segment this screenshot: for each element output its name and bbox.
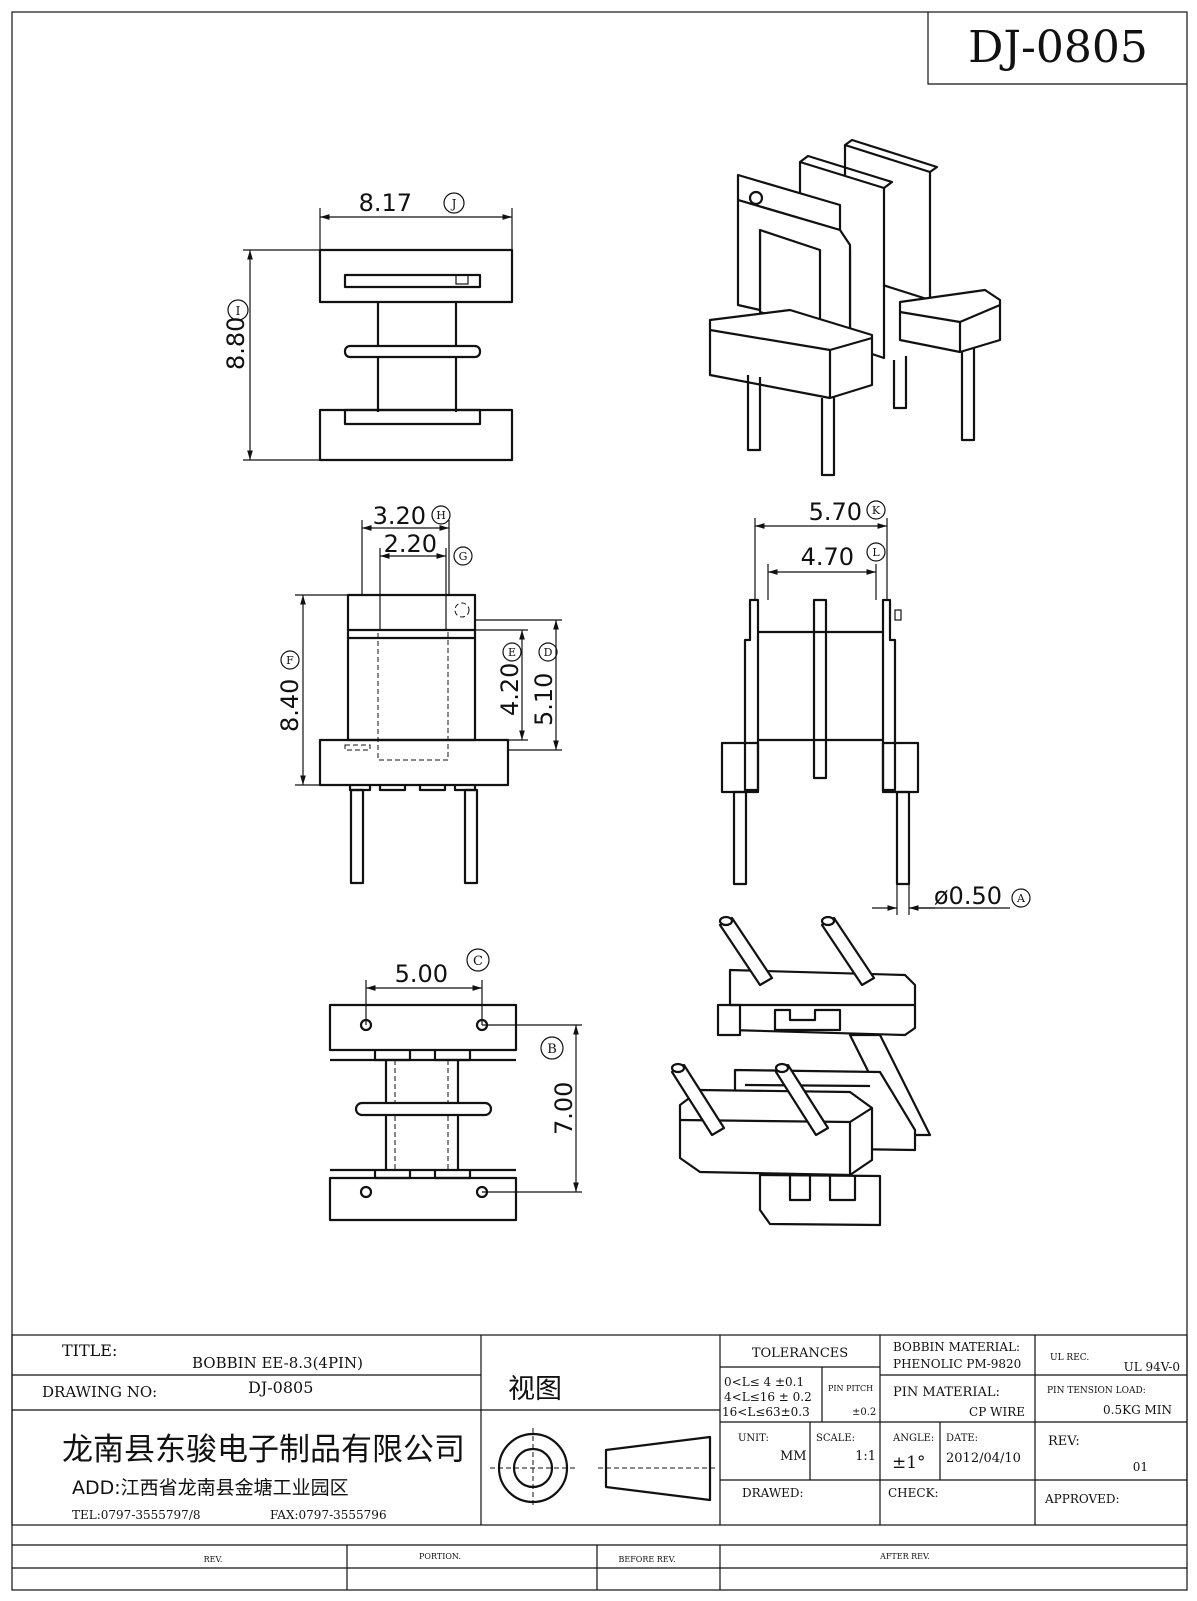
company-tel: TEL:0797-3555797/8 xyxy=(72,1508,201,1522)
projection-symbol xyxy=(490,1428,716,1508)
drawed-label: DRAWED: xyxy=(742,1486,804,1500)
pin-tension-label: PIN TENSION LOAD: xyxy=(1047,1386,1146,1396)
dim-pin-diameter: ø0.50 xyxy=(934,882,1002,910)
check-label: CHECK: xyxy=(888,1486,939,1500)
dim-tag-i: I xyxy=(236,304,241,318)
unit-value: MM xyxy=(780,1449,807,1464)
company-fax: FAX:0797-3555796 xyxy=(270,1508,387,1522)
dim-tag-f: F xyxy=(286,654,294,667)
title-block: TITLE: BOBBIN EE-8.3(4PIN) DRAWING NO: D… xyxy=(11,1334,1188,1526)
bottom-view: 5.00 C 7.00 B xyxy=(328,948,582,1222)
isometric-view-top xyxy=(708,138,1002,477)
ul-rec-label: UL REC. xyxy=(1050,1353,1089,1363)
dim-tag-l: L xyxy=(872,546,880,559)
dim-side-outer-width: 5.70 xyxy=(809,498,862,526)
dim-tag-d: D xyxy=(544,646,553,659)
dim-winding-height: 4.20 xyxy=(496,663,524,716)
dim-side-inner-width: 4.70 xyxy=(801,543,854,571)
drawing-no-label: DRAWING NO: xyxy=(42,1383,157,1401)
tolerances-label: TOLERANCES xyxy=(752,1346,848,1361)
dim-front-inner-width: 2.20 xyxy=(384,530,437,558)
drawing-id-box: DJ-0805 xyxy=(927,12,1187,85)
front-view: 3.20 H 2.20 G 8.40 F 4.20 E 5.10 D xyxy=(276,502,562,885)
dim-front-outer-width: 3.20 xyxy=(373,502,426,530)
tolerance-row-3: 16<L≤63±0.3 xyxy=(722,1405,810,1419)
dim-front-height: 8.40 xyxy=(276,679,304,732)
bobbin-material-label: BOBBIN MATERIAL: xyxy=(893,1340,1020,1354)
side-view: 5.70 K 4.70 L ø0.50 A xyxy=(720,498,1031,915)
approved-label: APPROVED: xyxy=(1044,1492,1120,1506)
dim-bottom-row-pitch: 7.00 xyxy=(550,1082,578,1135)
dim-tag-g: G xyxy=(459,550,468,563)
dim-flange-height: 5.10 xyxy=(530,673,558,726)
rev-value: 01 xyxy=(1133,1460,1148,1474)
dim-top-height: 8.80 xyxy=(222,317,250,370)
view-label: 视图 xyxy=(508,1374,562,1405)
before-rev-column-label: BEFORE REV. xyxy=(618,1555,675,1564)
rev-column-label: REV. xyxy=(204,1555,223,1564)
ul-rec-value: UL 94V-0 xyxy=(1124,1360,1180,1374)
dim-tag-c: C xyxy=(473,954,483,969)
dim-tag-j: J xyxy=(450,197,457,211)
dim-tag-a: A xyxy=(1016,892,1026,905)
drawing-no-value: DJ-0805 xyxy=(248,1378,313,1397)
revision-strip: REV. PORTION. BEFORE REV. AFTER REV. xyxy=(12,1544,1187,1590)
top-view: 8.17 J 8.80 I xyxy=(222,189,514,462)
tolerance-row-2: 4<L≤16 ± 0.2 xyxy=(724,1390,812,1404)
pin-tension-value: 0.5KG MIN xyxy=(1103,1403,1172,1417)
pin-material-value: CP WIRE xyxy=(969,1405,1025,1419)
company-address: ADD:江西省龙南县金塘工业园区 xyxy=(72,1477,349,1499)
date-value: 2012/04/10 xyxy=(946,1451,1021,1466)
title-value: BOBBIN EE-8.3(4PIN) xyxy=(192,1354,363,1372)
dim-tag-e: E xyxy=(508,646,516,659)
pin-material-label: PIN MATERIAL: xyxy=(893,1385,1000,1400)
drawing-id: DJ-0805 xyxy=(968,22,1148,73)
pin-pitch-value: ±0.2 xyxy=(852,1407,876,1418)
pin-pitch-label: PIN PITCH xyxy=(828,1384,873,1393)
angle-label: ANGLE: xyxy=(892,1433,934,1444)
tolerance-row-1: 0<L≤ 4 ±0.1 xyxy=(724,1375,804,1389)
dim-bottom-pin-pitch: 5.00 xyxy=(395,960,448,988)
scale-label: SCALE: xyxy=(816,1433,855,1444)
bobbin-material-value: PHENOLIC PM-9820 xyxy=(893,1357,1021,1371)
dim-tag-h: H xyxy=(436,509,446,522)
sheet-border xyxy=(11,11,1188,1591)
scale-value: 1:1 xyxy=(855,1449,876,1464)
dim-tag-k: K xyxy=(872,504,881,517)
isometric-view-bottom xyxy=(670,915,932,1227)
angle-value: ±1° xyxy=(892,1453,926,1473)
rev-label: REV: xyxy=(1048,1434,1080,1449)
title-label: TITLE: xyxy=(62,1341,117,1360)
portion-column-label: PORTION. xyxy=(419,1552,461,1561)
dim-tag-b: B xyxy=(547,1042,557,1057)
company-name: 龙南县东骏电子制品有限公司 xyxy=(62,1432,465,1468)
after-rev-column-label: AFTER REV. xyxy=(879,1552,930,1561)
dim-top-width: 8.17 xyxy=(359,189,412,217)
unit-label: UNIT: xyxy=(738,1433,769,1444)
date-label: DATE: xyxy=(946,1433,978,1444)
